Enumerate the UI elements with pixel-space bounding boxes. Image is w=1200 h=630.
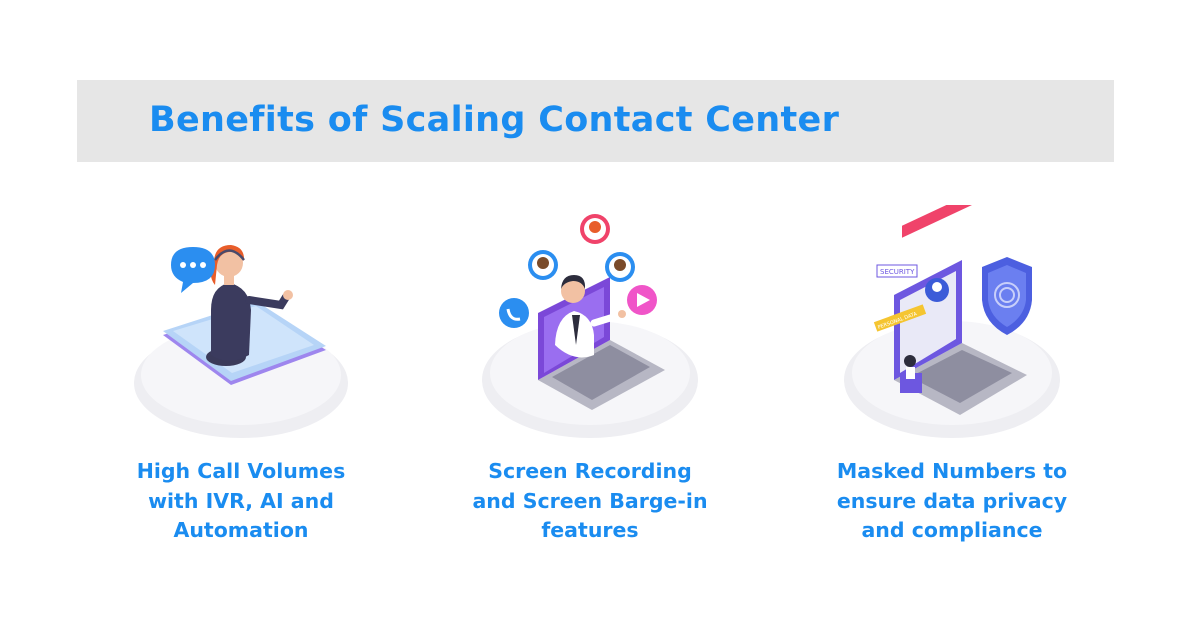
page-title: Benefits of Scaling Contact Center	[149, 100, 840, 140]
agent-on-phone-icon	[111, 205, 371, 450]
benefit-card-call-volumes: High Call Volumes with IVR, AI and Autom…	[111, 205, 371, 555]
benefit-caption: Masked Numbers to ensure data privacy an…	[836, 459, 1068, 542]
laptop-agent-recording-icon	[460, 205, 720, 450]
benefit-caption: Screen Recording and Screen Barge-in fea…	[472, 459, 708, 542]
title-banner: Benefits of Scaling Contact Center	[77, 80, 1114, 162]
security-label: SECURITY	[880, 268, 915, 276]
security-laptop-shield-icon: SECURITY PERSONAL DATA	[822, 205, 1082, 450]
benefit-card-screen-recording: Screen Recording and Screen Barge-in fea…	[460, 205, 720, 555]
benefit-caption: High Call Volumes with IVR, AI and Autom…	[136, 459, 346, 542]
benefit-card-masked-numbers: SECURITY PERSONAL DATA Masked Numbers to…	[822, 205, 1082, 555]
